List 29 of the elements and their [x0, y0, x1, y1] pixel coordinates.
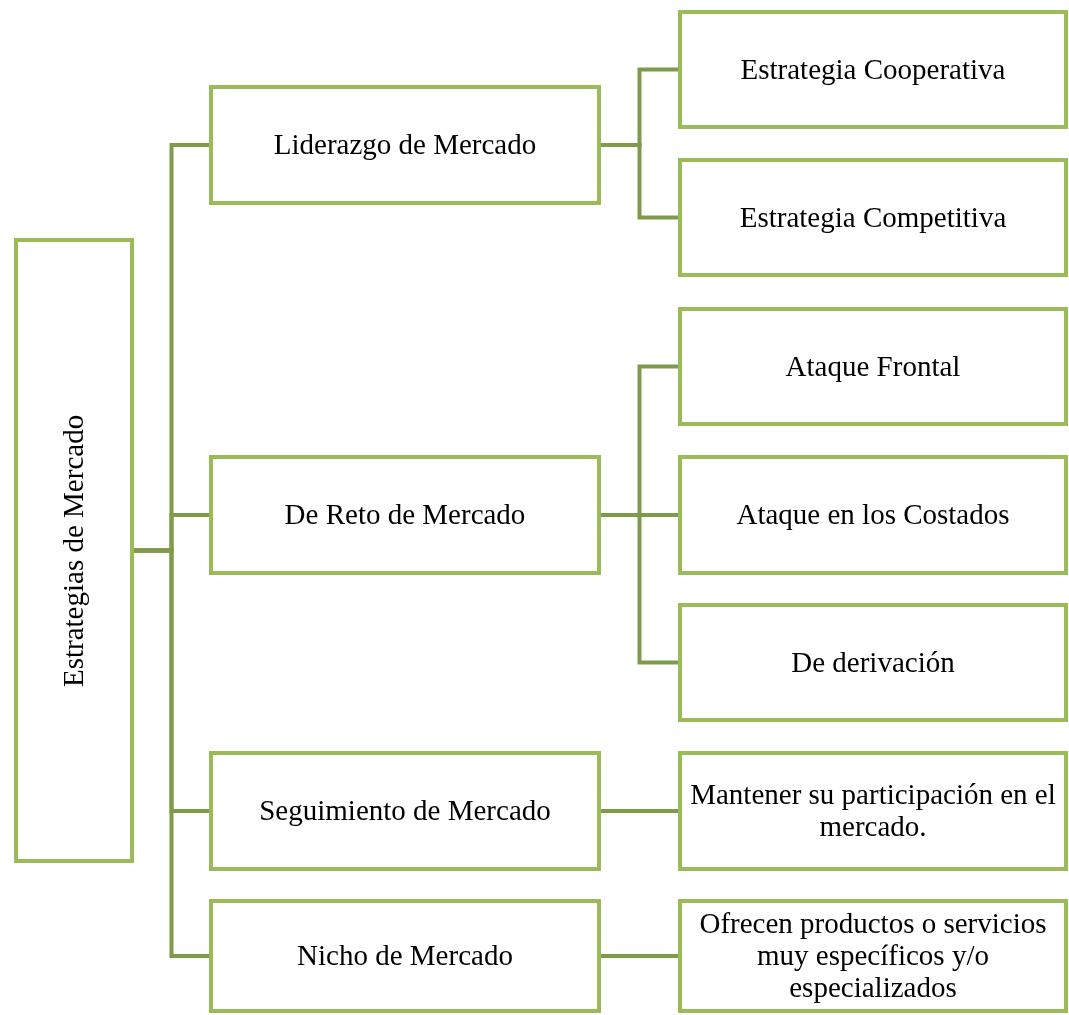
node-label: Ataque Frontal	[785, 350, 961, 383]
category-box	[678, 10, 1068, 129]
category-box	[678, 899, 1068, 1013]
connector-line	[601, 143, 678, 220]
node-label: Liderazgo de Mercado	[273, 129, 537, 161]
connector-line	[601, 809, 678, 813]
category-box	[209, 455, 601, 575]
category-box	[678, 455, 1068, 575]
connector-line	[134, 548, 209, 958]
node-label: Seguimiento de Mercado	[259, 795, 551, 827]
connector-line	[601, 954, 678, 958]
root-box	[14, 238, 134, 863]
node-label: Nicho de Mercado	[297, 940, 513, 972]
category-box	[209, 899, 601, 1013]
category-box	[209, 85, 601, 205]
node-label: De derivación	[791, 646, 955, 679]
node-label: Estrategia Competitiva	[739, 201, 1007, 234]
category-box	[678, 307, 1068, 426]
node-label: Estrategia Cooperativa	[740, 53, 1006, 86]
category-box	[678, 751, 1068, 871]
category-box	[678, 603, 1068, 722]
connector-line	[601, 513, 678, 665]
node-label: De Reto de Mercado	[284, 499, 526, 531]
node-label: Ofrecen productos o servicios muy específicos y/o especializados	[698, 908, 1048, 1004]
node-label: Ataque en los Costados	[736, 499, 1010, 531]
category-box	[678, 158, 1068, 277]
category-box	[209, 751, 601, 871]
node-label: Estrategias de Mercado	[58, 414, 90, 687]
node-label: Mantener su participación en el mercado.	[689, 779, 1057, 843]
